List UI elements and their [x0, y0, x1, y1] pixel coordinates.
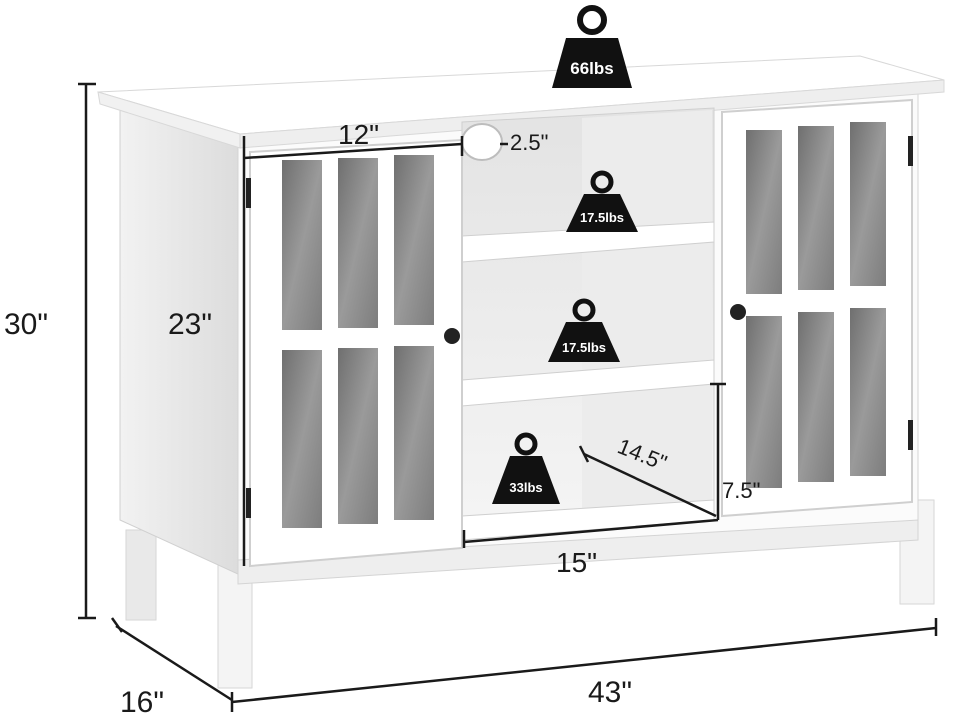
- side-panel-left: [119, 107, 241, 576]
- weight-shelf-middle-label: 17.5lbs: [562, 340, 606, 355]
- weight-icon-shelf-middle: 17.5lbs: [548, 298, 620, 362]
- door-knob-right: [730, 304, 746, 320]
- top-board-left-edge: [97, 91, 241, 149]
- dim-door-width: 12": [338, 119, 379, 150]
- dim-height-total: 30": [4, 308, 48, 341]
- weight-icon-top: 66lbs: [552, 5, 632, 88]
- weight-shelf-upper-label: 17.5lbs: [580, 210, 624, 225]
- dim-shelf-width: 15": [556, 547, 597, 578]
- weight-shelf-bottom-label: 33lbs: [509, 480, 542, 495]
- dim-shelf-height: 7.5": [722, 478, 760, 503]
- dimension-lines: [78, 82, 938, 712]
- weight-icon-shelf-bottom: 33lbs: [492, 432, 560, 504]
- leg-back-left: [125, 529, 157, 621]
- bottom-apron: [237, 519, 919, 585]
- dim-door-height: 23": [168, 308, 212, 341]
- tv-cabinet: [97, 55, 945, 689]
- left-glass-door: [246, 138, 463, 568]
- right-glass-door: [721, 98, 913, 518]
- dim-width: 43": [588, 676, 632, 709]
- door-knob-left: [444, 328, 460, 344]
- dim-cable-hole: 2.5": [510, 130, 548, 155]
- cable-hole: [461, 123, 503, 161]
- weight-top-label: 66lbs: [570, 59, 613, 78]
- dim-depth: 16": [120, 686, 164, 719]
- weight-icon-shelf-upper: 17.5lbs: [566, 170, 638, 232]
